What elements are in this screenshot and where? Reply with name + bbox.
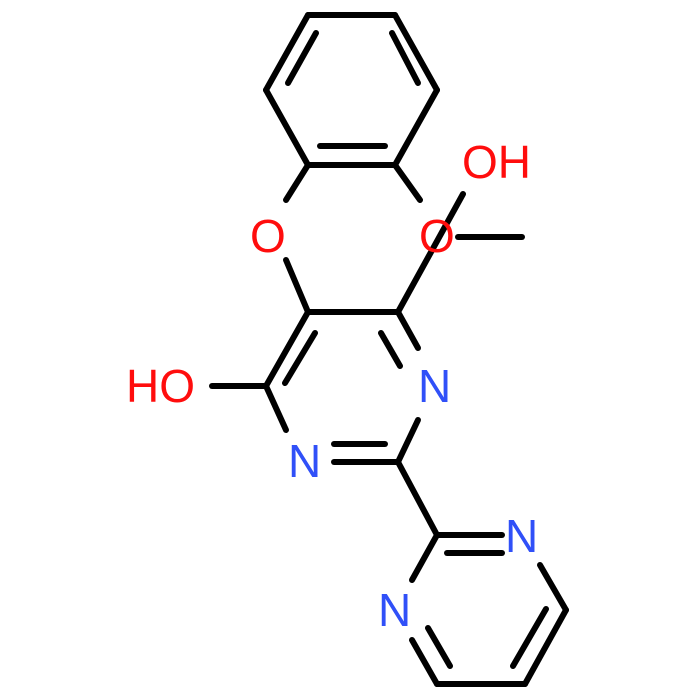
bond-double-inner xyxy=(378,330,403,369)
bond xyxy=(263,12,311,93)
bond xyxy=(537,562,569,613)
bond-double-inner xyxy=(510,606,549,669)
bond xyxy=(395,309,421,351)
bond xyxy=(409,637,440,687)
bond xyxy=(283,257,311,315)
bond xyxy=(263,87,311,168)
bond xyxy=(392,87,440,168)
ether-oxygen-label: O xyxy=(250,210,286,262)
bond xyxy=(409,532,440,583)
bond xyxy=(522,607,569,687)
pyrimidinyl-n-bottom-label: N xyxy=(378,584,411,636)
hydroxyl-left-label: HO xyxy=(126,360,195,412)
pyrimidinyl-n-top-label: N xyxy=(505,510,538,562)
substituent-bonds xyxy=(283,162,525,315)
bond xyxy=(263,383,289,433)
inter-ring-bond xyxy=(395,459,440,538)
bond xyxy=(263,309,311,389)
bond xyxy=(395,191,466,315)
pyrimidinyl-ring xyxy=(409,532,569,687)
bond-double-inner xyxy=(282,330,318,386)
hydroxyl-top-text-span: OH xyxy=(462,136,531,188)
pyrimidine-n1-label: N xyxy=(418,360,451,412)
benzene-ring xyxy=(263,12,440,168)
bond xyxy=(392,162,423,203)
hydroxyl-top-label: OH xyxy=(462,136,531,188)
pyrimidine-ring xyxy=(209,309,421,465)
pyrimidine-n3-label: N xyxy=(288,435,321,487)
bond-double-inner xyxy=(389,30,421,86)
methoxy-oxygen-label: O xyxy=(419,210,455,262)
bond-double-inner xyxy=(425,625,453,669)
bond xyxy=(395,417,421,465)
bond xyxy=(392,12,440,93)
bond-double-inner xyxy=(285,30,319,86)
bond xyxy=(283,162,311,203)
